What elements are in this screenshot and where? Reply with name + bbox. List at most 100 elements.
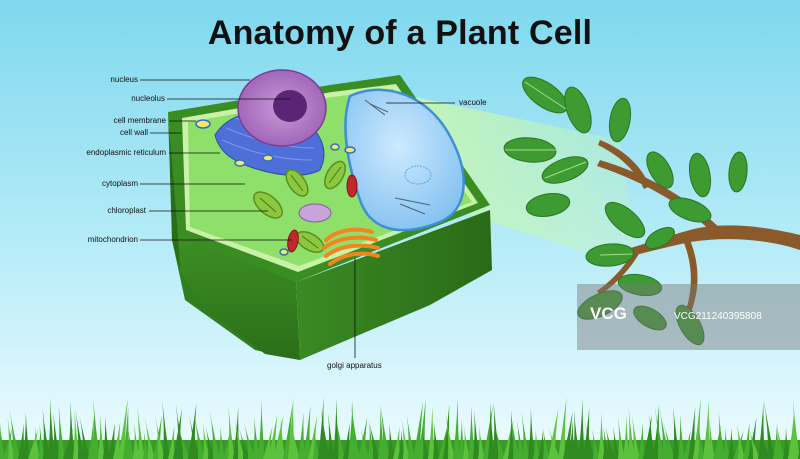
grass-blade bbox=[413, 400, 424, 459]
grass-blade bbox=[178, 428, 190, 459]
cell-wall-front-face bbox=[178, 235, 300, 360]
watermark-overlay bbox=[577, 284, 800, 350]
grass-blade bbox=[473, 410, 480, 459]
grass-blade bbox=[202, 423, 210, 459]
grass-blade bbox=[605, 426, 615, 459]
leaf-veins bbox=[505, 81, 633, 256]
grass-blade bbox=[9, 408, 20, 459]
label-chloroplast: chloroplast bbox=[107, 206, 146, 215]
grass-blade bbox=[303, 405, 311, 459]
grass-blade bbox=[708, 416, 715, 459]
label-golgi-apparatus: golgi apparatus bbox=[327, 361, 382, 370]
grass-blade bbox=[388, 423, 395, 459]
grass-blade bbox=[155, 415, 165, 459]
grass-blade bbox=[421, 428, 430, 459]
grass-blade bbox=[445, 411, 455, 459]
grass-blade bbox=[463, 426, 470, 459]
grass-blade bbox=[533, 430, 540, 459]
grass-blade bbox=[144, 416, 155, 459]
grass-blade bbox=[328, 413, 335, 459]
label-nucleus: nucleus bbox=[110, 75, 138, 84]
grass-blade bbox=[760, 430, 770, 459]
grass-blade bbox=[783, 427, 790, 459]
cell-wall-left-face bbox=[168, 112, 180, 270]
grass-blade bbox=[688, 407, 696, 459]
grass-blade bbox=[584, 422, 595, 459]
grass-blade bbox=[743, 422, 750, 459]
grass-blade bbox=[733, 430, 744, 459]
grass-blade bbox=[478, 426, 485, 459]
grass-blade bbox=[58, 404, 65, 459]
grass-blade bbox=[278, 416, 285, 459]
grass-blade bbox=[678, 414, 685, 459]
grass-blade bbox=[488, 401, 495, 459]
grass-blade bbox=[298, 412, 305, 459]
grass-blade bbox=[573, 409, 580, 459]
grass-blade bbox=[483, 405, 493, 459]
grass-blade bbox=[228, 405, 235, 459]
grass-blade bbox=[603, 427, 610, 459]
grass-blade bbox=[239, 428, 250, 459]
grass-blade bbox=[453, 398, 460, 459]
grass-blade bbox=[788, 411, 795, 459]
grass-blade bbox=[673, 406, 680, 459]
grass-blade bbox=[368, 419, 380, 459]
leaves bbox=[503, 76, 748, 346]
grass-blade bbox=[128, 430, 135, 459]
grass-blade bbox=[243, 420, 255, 459]
grass-blade bbox=[563, 411, 573, 459]
grass-blade bbox=[258, 400, 265, 459]
grass-blade bbox=[318, 397, 325, 459]
grass-blade bbox=[379, 400, 390, 459]
vacuole-crystals bbox=[364, 99, 431, 215]
grass-blade bbox=[736, 422, 745, 459]
page-title: Anatomy of a Plant Cell bbox=[207, 14, 593, 52]
grass-blade bbox=[728, 427, 735, 459]
vacuole-bubble bbox=[404, 165, 432, 185]
grass-blade bbox=[368, 422, 375, 459]
grass-blade bbox=[223, 430, 231, 459]
grass-blade bbox=[654, 406, 665, 459]
grass-blade bbox=[133, 423, 140, 459]
grass-blade bbox=[162, 400, 170, 459]
grass-blade bbox=[23, 411, 30, 459]
grass-blade bbox=[468, 405, 475, 459]
grass-blade bbox=[613, 427, 620, 459]
leader-lines bbox=[140, 79, 455, 358]
magnification-beam bbox=[405, 95, 640, 270]
grass-blade bbox=[63, 428, 73, 459]
grass-blade bbox=[628, 408, 635, 459]
grass-blade bbox=[777, 426, 785, 459]
grass-blade bbox=[188, 414, 200, 459]
grass-blade bbox=[623, 415, 630, 459]
grass-blade bbox=[0, 422, 5, 459]
grass-blade bbox=[98, 414, 105, 459]
grass-blade bbox=[73, 410, 80, 459]
grass-blade bbox=[493, 400, 500, 459]
grass-blade bbox=[521, 411, 530, 459]
lysosome bbox=[298, 203, 332, 223]
grass-blade bbox=[393, 426, 400, 459]
label-endoplasmic-reticulum: endoplasmic reticulum bbox=[86, 148, 166, 157]
grass-blade bbox=[42, 408, 50, 459]
grass-blade bbox=[253, 416, 260, 459]
grass-blade bbox=[659, 405, 670, 459]
grass-blade bbox=[401, 419, 410, 459]
label-cytoplasm: cytoplasm bbox=[101, 179, 138, 188]
grass-blade bbox=[168, 425, 175, 459]
grass-blade bbox=[703, 400, 710, 459]
grass-blade bbox=[88, 416, 95, 459]
grass-blade bbox=[538, 430, 545, 459]
grass-blade bbox=[542, 427, 550, 459]
golgi-apparatus bbox=[322, 227, 380, 266]
grass-blade bbox=[443, 404, 450, 459]
grass-blade bbox=[113, 421, 121, 459]
grass-blade bbox=[28, 429, 39, 459]
grass-blade bbox=[398, 430, 405, 459]
grass-blade bbox=[792, 398, 800, 459]
grass bbox=[0, 397, 800, 459]
grass-blade bbox=[268, 414, 278, 459]
grass-blade bbox=[335, 417, 345, 459]
grass-blade bbox=[79, 415, 90, 459]
grass-blade bbox=[343, 423, 350, 459]
